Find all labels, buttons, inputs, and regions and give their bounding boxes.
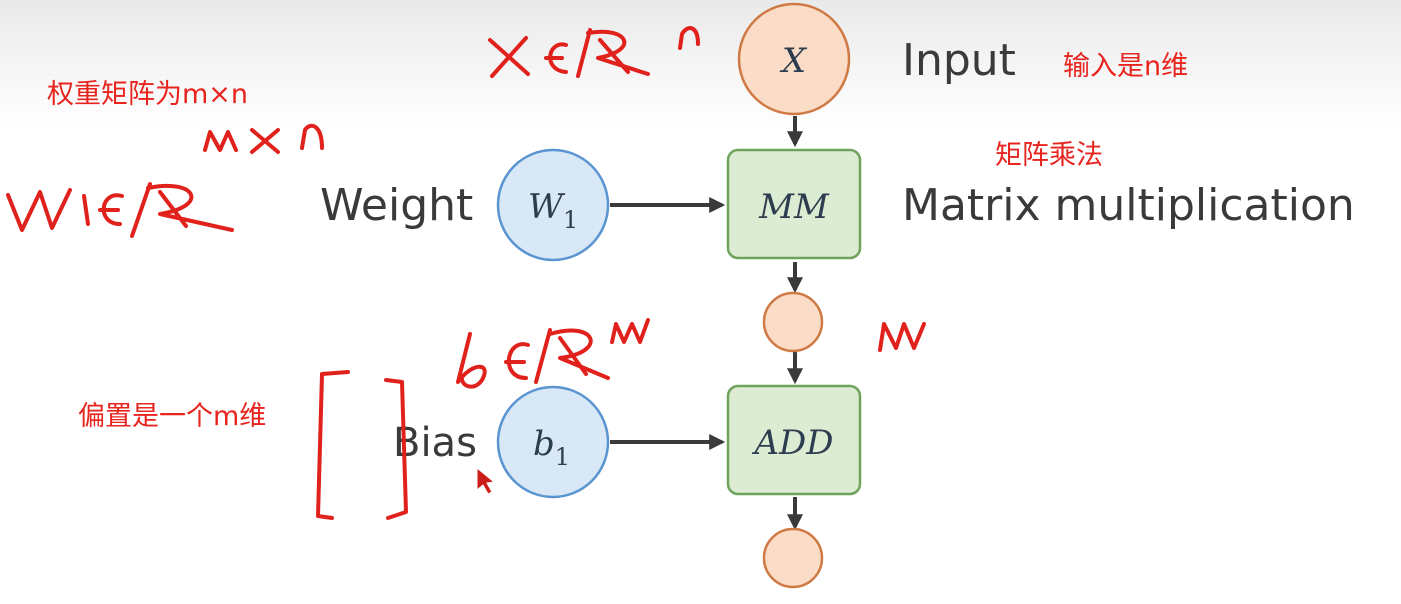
bias-dim-annotation: 偏置是一个m维 [78, 401, 266, 432]
handwritten-input-space [488, 26, 700, 78]
handwritten-left-bracket [316, 370, 350, 520]
add-node: ADD [726, 384, 862, 496]
input-label: Input [902, 35, 1016, 86]
input-node: X [737, 2, 851, 116]
handwritten-bias-space [456, 318, 650, 389]
handwritten-weight-space [6, 123, 324, 238]
matmul-cn-annotation: 矩阵乘法 [995, 140, 1103, 171]
output-node [762, 527, 824, 589]
weight-node: W1 [496, 148, 610, 262]
bias-node: b1 [496, 385, 610, 499]
weight-shape-annotation: 权重矩阵为m×n [47, 79, 248, 110]
mouse-cursor-icon [476, 466, 496, 495]
weight-label: Weight [320, 180, 473, 231]
input-dim-annotation: 输入是n维 [1063, 51, 1188, 82]
handwritten-right-bracket [384, 378, 408, 520]
matmul-label: Matrix multiplication [902, 180, 1355, 231]
matmul-symbol: MM [758, 187, 830, 227]
bias-label: Bias [393, 420, 477, 466]
matmul-node: MM [726, 148, 862, 260]
hidden-node [762, 291, 824, 353]
add-symbol: ADD [751, 423, 833, 463]
input-symbol: X [779, 41, 808, 81]
handwritten-hidden-dim [878, 322, 926, 352]
weight-symbol: W1 [528, 187, 578, 234]
bias-symbol: b1 [533, 424, 570, 471]
